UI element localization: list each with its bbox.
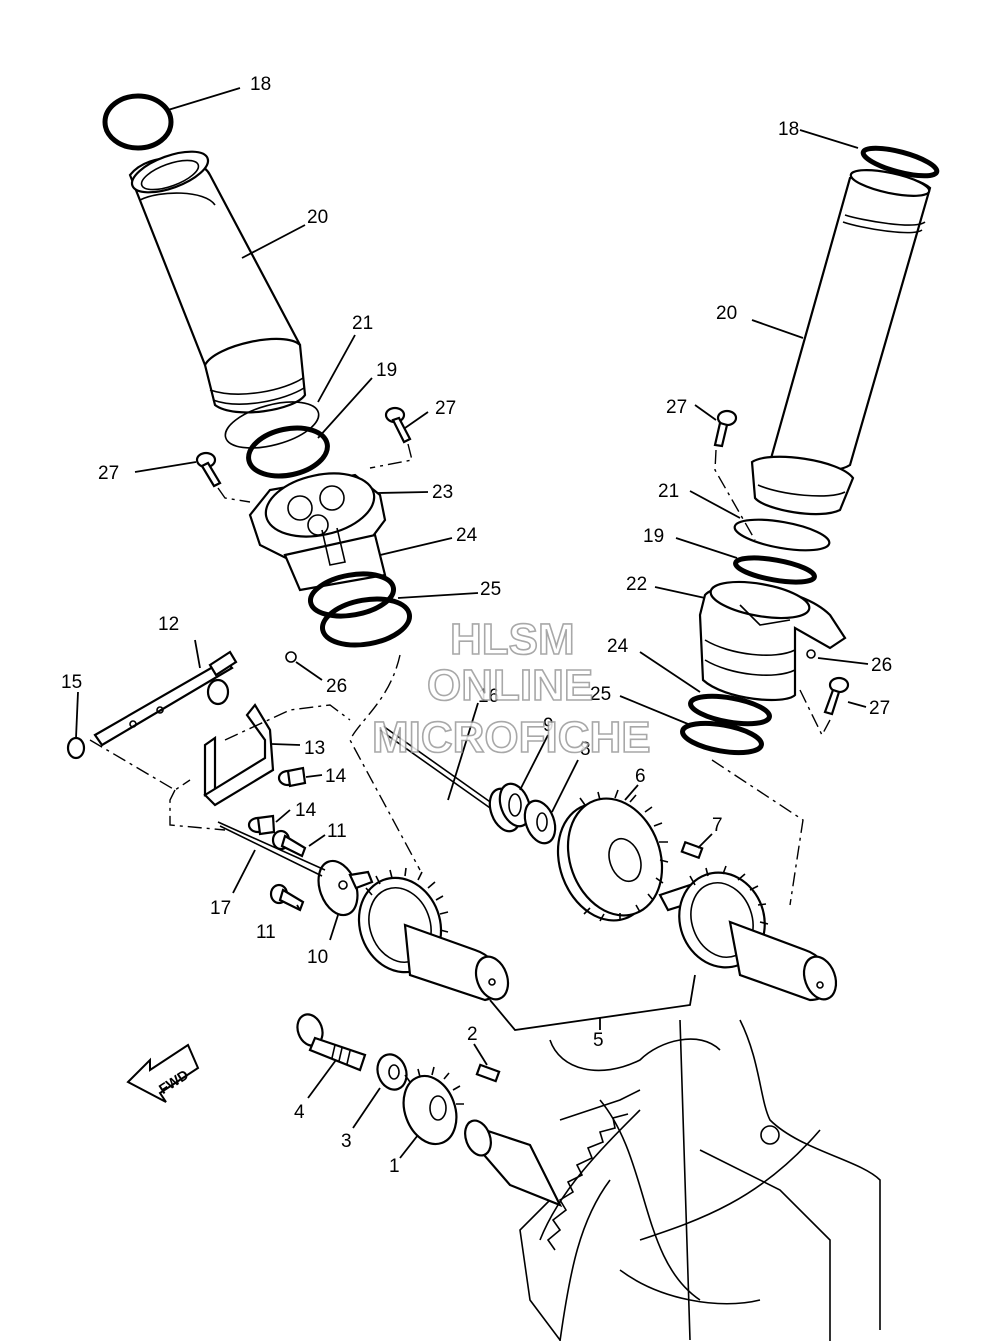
- callout-27-b: 27: [98, 463, 119, 484]
- callout-23: 23: [432, 482, 453, 503]
- washer-21-left: [224, 401, 320, 449]
- callout-26-right: 26: [871, 655, 892, 676]
- callout-27-d: 27: [869, 698, 890, 719]
- callout-24-right: 24: [607, 636, 629, 657]
- crank-shaft-stub: [464, 1119, 563, 1208]
- oil-tube-left: [102, 93, 330, 479]
- callout-16: 16: [478, 686, 499, 707]
- gear-6: [556, 789, 669, 922]
- callout-14-b: 14: [295, 800, 317, 821]
- washer-8: [523, 799, 557, 845]
- watermark-line-2: ONLINE: [427, 661, 593, 710]
- bolt-4: [296, 1013, 367, 1072]
- washer-3: [376, 1053, 408, 1091]
- watermark-line-1: HLSM: [450, 615, 575, 664]
- bolt-27-d: [823, 676, 850, 716]
- o-ring-25-right: [680, 720, 764, 756]
- callout-17: 17: [210, 898, 231, 919]
- callout-15: 15: [61, 672, 82, 693]
- callout-11-b: 11: [256, 922, 276, 943]
- o-ring-25-left: [320, 596, 412, 648]
- bolt-27-b: [384, 406, 412, 444]
- shaft-gear-5-right: [658, 865, 838, 1002]
- cam-plate-10: [317, 859, 374, 917]
- bolt-14-a: [277, 766, 307, 788]
- pin-17: [217, 821, 326, 871]
- o-ring-19-right: [733, 555, 817, 585]
- fwd-arrow-icon: FWD: [126, 1043, 200, 1103]
- callout-27-c: 27: [666, 397, 687, 418]
- callout-24-left: 24: [456, 525, 478, 546]
- clip-26-left: [285, 651, 297, 663]
- key-2: [475, 1063, 501, 1083]
- washer-15: [66, 736, 86, 760]
- clip-26-right: [806, 649, 816, 659]
- callout-11-a: 11: [327, 821, 347, 842]
- o-ring-19-left: [246, 425, 330, 479]
- callout-8: 8: [580, 739, 591, 760]
- callouts: 18 20 21 19 27 27 23 24 25 26 18 20 27 2…: [61, 74, 892, 1177]
- callout-27-a: 27: [435, 398, 456, 419]
- callout-19-right: 19: [643, 526, 664, 547]
- callout-21-right: 21: [658, 481, 679, 502]
- housing-22: [680, 580, 847, 756]
- o-ring-24-left: [307, 571, 397, 619]
- callout-6: 6: [635, 766, 646, 787]
- shift-shaft-12: [93, 650, 238, 747]
- callout-9: 9: [543, 715, 554, 736]
- callout-20-right: 20: [716, 303, 737, 324]
- o-ring-18-left: [102, 93, 174, 151]
- callout-4: 4: [294, 1102, 305, 1123]
- callout-10: 10: [307, 947, 328, 968]
- lever-13: [203, 703, 275, 807]
- callout-3: 3: [341, 1131, 352, 1152]
- bolt-11-a: [271, 829, 307, 858]
- o-ring-18-right: [860, 145, 940, 179]
- rod-16: [379, 729, 501, 816]
- key-7: [680, 840, 704, 860]
- callout-18-right: 18: [778, 119, 799, 140]
- gear-1: [402, 1066, 464, 1146]
- leader-lines: [75, 87, 869, 1159]
- oil-tube-right: [733, 145, 940, 585]
- callout-21-left: 21: [352, 313, 373, 334]
- shaft-gear-5-left: [357, 867, 510, 1002]
- callout-1: 1: [389, 1156, 400, 1177]
- callout-18-left: 18: [250, 74, 271, 95]
- bolt-27-a: [195, 451, 222, 488]
- bolt-14-b: [247, 814, 276, 836]
- watermark-line-3: MICROFICHE: [372, 713, 651, 762]
- callout-14-a: 14: [325, 766, 347, 787]
- watermark: HLSM ONLINE MICROFICHE: [371, 614, 651, 763]
- callout-12: 12: [158, 614, 179, 635]
- callout-19-left: 19: [376, 360, 397, 381]
- callout-25-right: 25: [590, 684, 611, 705]
- callout-26-left: 26: [326, 676, 347, 697]
- callout-2: 2: [467, 1024, 478, 1045]
- callout-5: 5: [593, 1030, 604, 1051]
- o-ring-24-right: [688, 693, 772, 727]
- callout-7: 7: [712, 815, 723, 836]
- callout-22: 22: [626, 574, 647, 595]
- bolt-27-c: [713, 409, 738, 448]
- washer-21-right: [733, 518, 831, 552]
- callout-25-left: 25: [480, 579, 501, 600]
- callout-20-left: 20: [307, 207, 328, 228]
- housing-23: [248, 472, 412, 663]
- collar-9: [488, 782, 532, 833]
- engine-case-outline: [519, 1019, 881, 1341]
- callout-13: 13: [304, 738, 325, 759]
